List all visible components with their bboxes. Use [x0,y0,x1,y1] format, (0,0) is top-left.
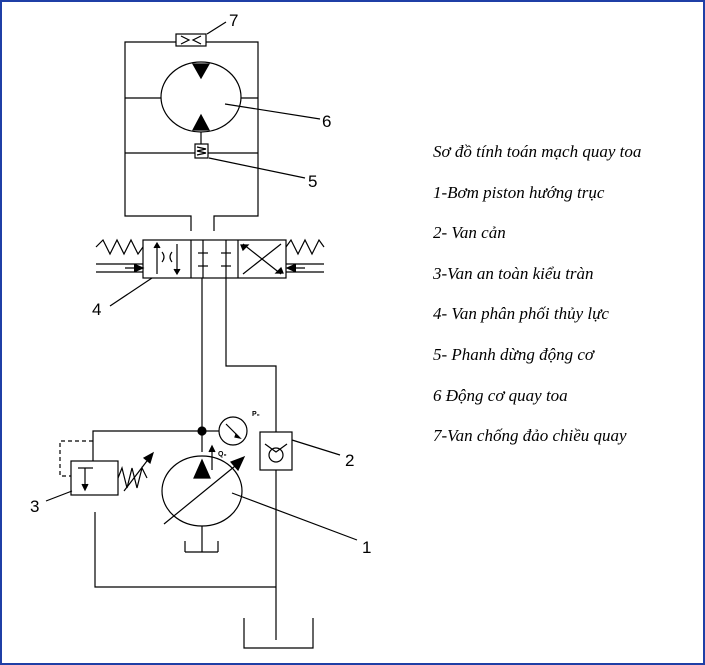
hydraulic-lines [92,278,277,640]
legend-item: 7-Van chống đảo chiều quay [433,426,627,446]
resistance-valve-2 [259,431,293,471]
pressure-label: P₀ [252,411,260,418]
callout-4: 4 [92,300,101,319]
pressure-gauge [206,416,248,446]
callout-1: 1 [362,538,371,557]
axial-piston-pump-1 [161,444,246,553]
leader-line-1 [231,492,358,541]
tank [243,618,314,649]
leader-line-7 [206,21,227,35]
flow-label: Q₀ [218,451,227,458]
legend-item: 3-Van an toàn kiểu tràn [433,263,594,283]
callout-6: 6 [322,112,331,131]
swing-motor-6 [160,61,242,133]
leader-line-4 [109,277,153,307]
legend-title: Sơ đồ tính toán mạch quay toa [433,142,642,161]
legend-item: 6 Động cơ quay toa [433,385,568,405]
legend-item: 5- Phanh dừng động cơ [433,344,594,364]
legend-item: 1-Bơm piston hướng trục [433,182,605,202]
parking-brake-5 [194,132,209,159]
legend-item: 4- Van phân phối thủy lực [433,304,609,324]
directional-valve-4 [95,238,325,279]
callout-7: 7 [229,11,238,30]
callout-5: 5 [308,172,317,191]
anti-reverse-valve-7 [175,33,207,47]
relief-valve-3 [59,440,154,496]
legend-item: 2- Van cản [433,223,506,243]
legend: Sơ đồ tính toán mạch quay toa 1-Bơm pist… [433,141,698,466]
leader-line-2 [291,439,341,456]
junction-dot [197,426,207,436]
leader-line-3 [45,490,73,502]
leader-line-6 [224,103,321,120]
callout-3: 3 [30,497,39,516]
leader-line-5 [208,157,306,179]
callout-2: 2 [345,451,354,470]
